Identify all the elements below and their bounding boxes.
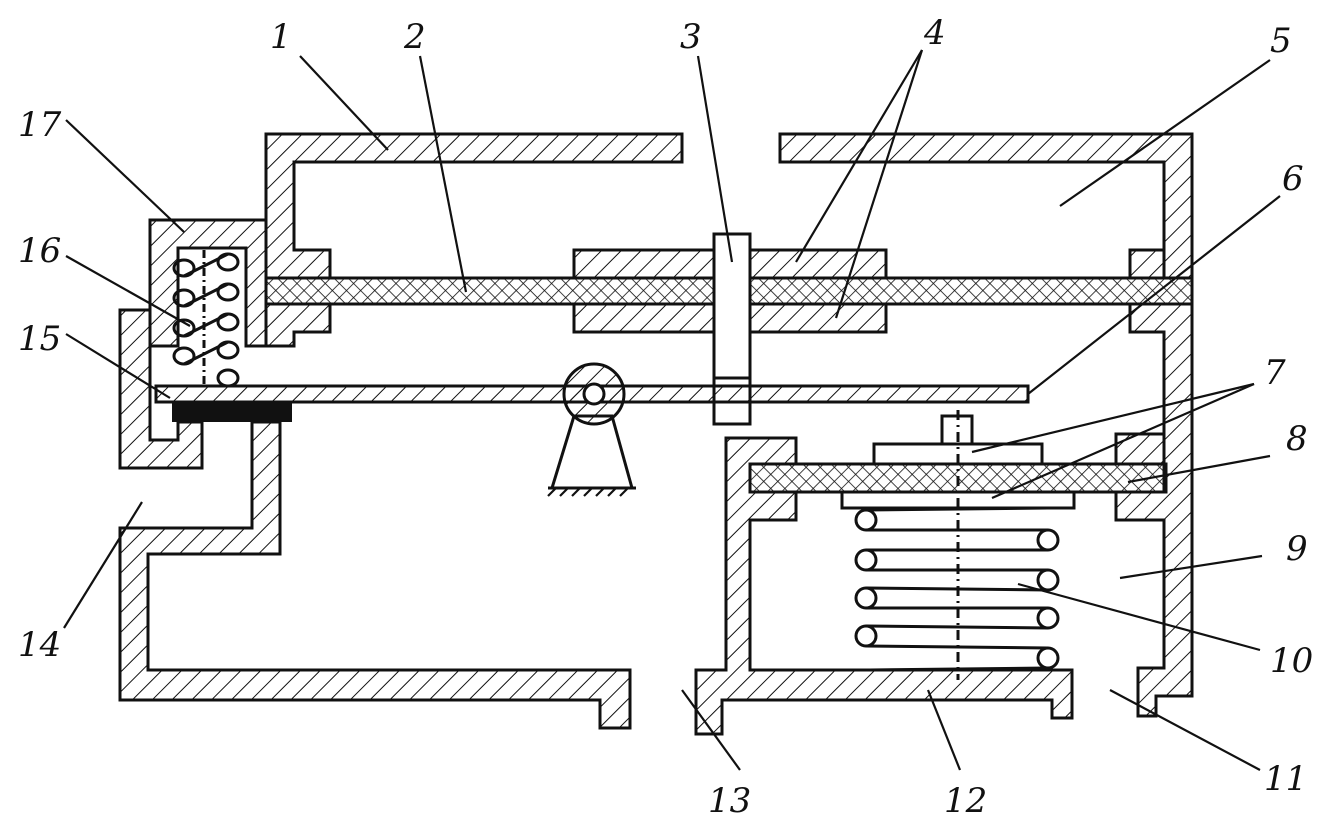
spring-housing: [148, 218, 268, 348]
label-1: 1: [270, 17, 292, 57]
label-3: 3: [680, 17, 702, 57]
label-12: 12: [944, 781, 987, 821]
left-flange-lower: [264, 302, 332, 348]
label-13: 13: [708, 781, 751, 821]
label-8: 8: [1286, 419, 1308, 459]
label-6: 6: [1282, 159, 1304, 199]
label-4: 4: [923, 13, 946, 53]
inlet-wall: [118, 308, 632, 730]
leader-lines: [63, 49, 1281, 771]
label-11: 11: [1264, 759, 1307, 799]
label-16: 16: [18, 231, 61, 271]
main-spring: [854, 410, 1060, 680]
label-9: 9: [1286, 529, 1308, 569]
label-14: 14: [18, 625, 61, 665]
label-7: 7: [1264, 353, 1286, 393]
label-10: 10: [1270, 641, 1313, 681]
lever-pivot: [547, 362, 636, 497]
label-5: 5: [1270, 21, 1292, 61]
label-2: 2: [403, 17, 426, 57]
label-17: 17: [18, 105, 62, 145]
valve-pad: [172, 402, 292, 422]
label-15: 15: [18, 319, 61, 359]
valve-spring: [172, 250, 240, 388]
housing-top: [264, 132, 1194, 280]
housing-right-lower: [1114, 302, 1194, 718]
